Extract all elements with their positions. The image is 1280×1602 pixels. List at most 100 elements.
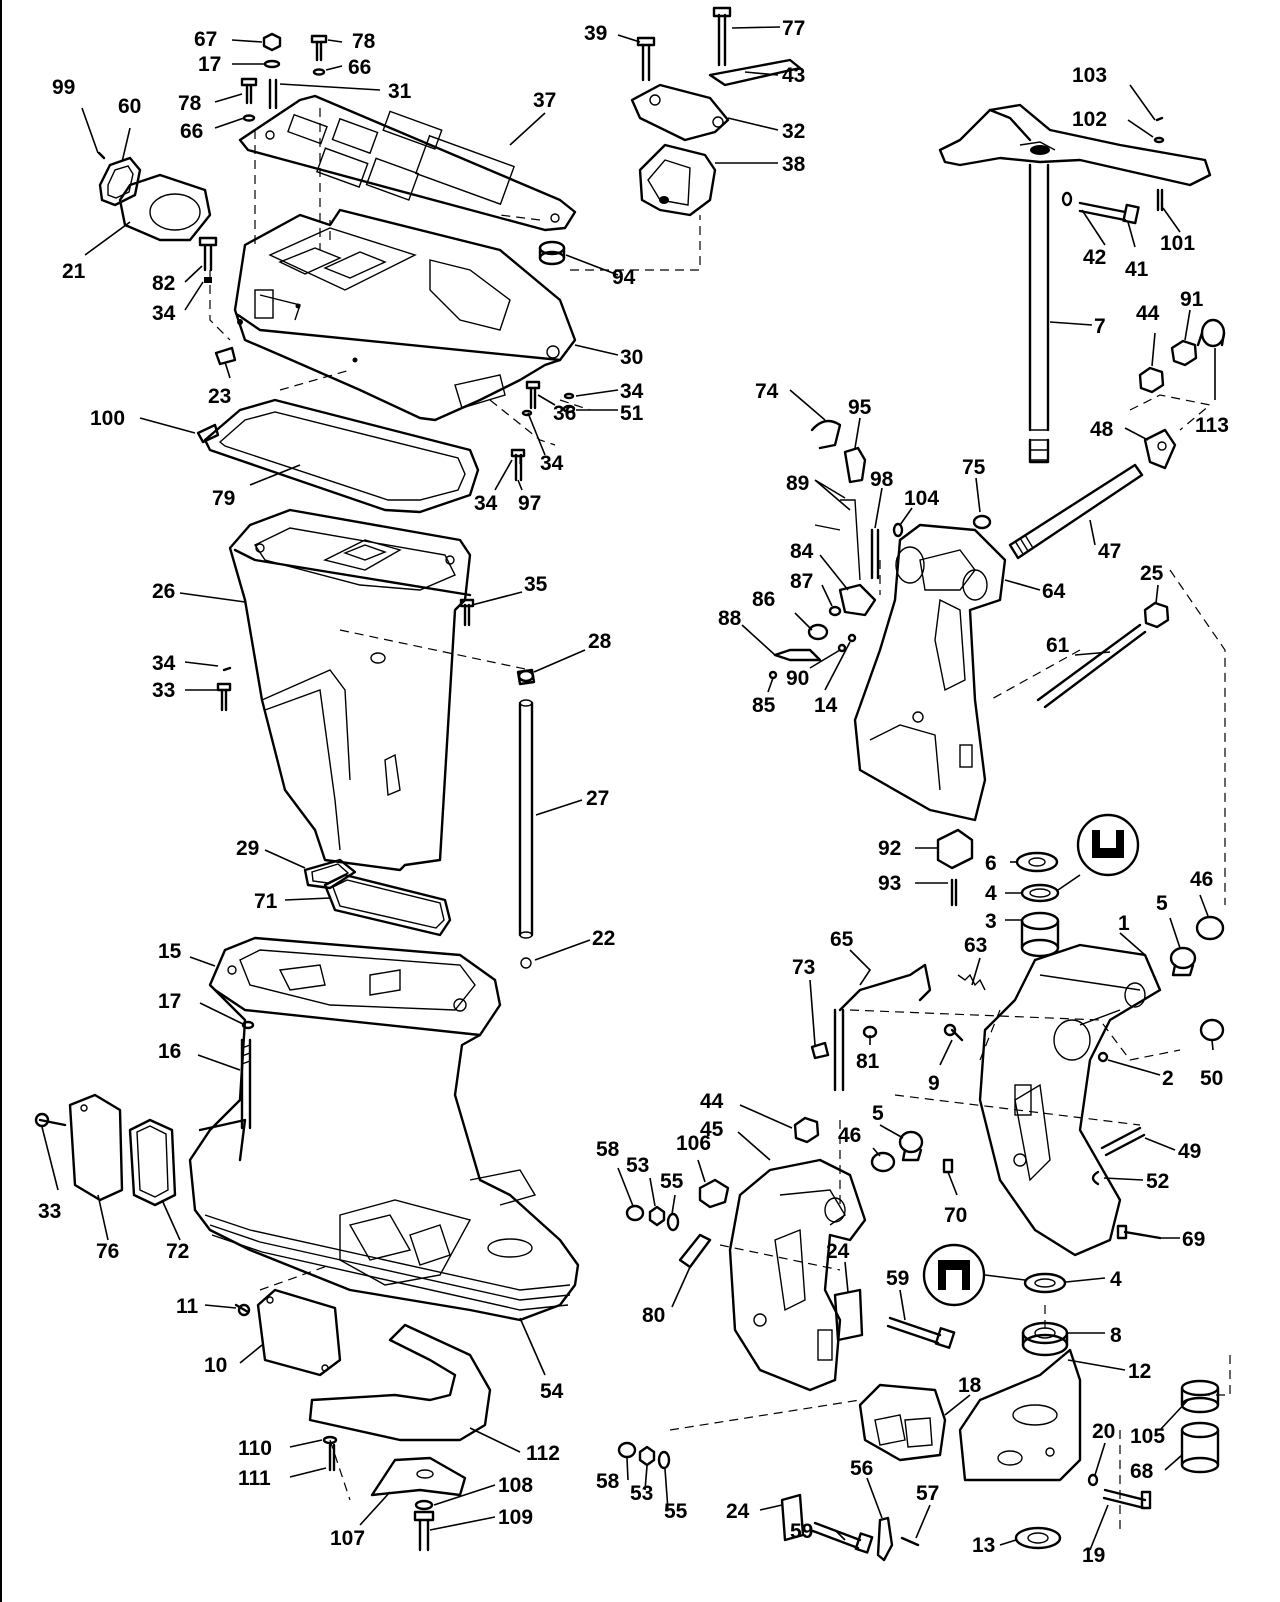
label-105: 105 bbox=[1130, 1425, 1165, 1448]
label-66: 66 bbox=[180, 120, 203, 143]
label-90: 90 bbox=[786, 667, 809, 690]
label-44: 44 bbox=[1136, 302, 1160, 325]
part-1-stern-bracket bbox=[978, 943, 1162, 1257]
label-49: 49 bbox=[1178, 1140, 1201, 1163]
label-5: 5 bbox=[1156, 892, 1168, 915]
label-51: 51 bbox=[620, 402, 644, 425]
label-57: 57 bbox=[916, 1482, 939, 1505]
label-6: 6 bbox=[985, 852, 997, 875]
label-33: 33 bbox=[152, 679, 175, 702]
part-18-block bbox=[858, 1383, 947, 1462]
part-79-gasket bbox=[203, 398, 480, 514]
label-31: 31 bbox=[388, 80, 412, 103]
label-64: 64 bbox=[1042, 580, 1066, 603]
label-52: 52 bbox=[1146, 1170, 1169, 1193]
label-2: 2 bbox=[1162, 1067, 1174, 1090]
label-97: 97 bbox=[518, 492, 541, 515]
label-107: 107 bbox=[330, 1527, 365, 1550]
label-87: 87 bbox=[790, 570, 813, 593]
seal-symbol-icon bbox=[1076, 813, 1140, 877]
label-34: 34 bbox=[474, 492, 498, 515]
label-34: 34 bbox=[540, 452, 564, 475]
label-98: 98 bbox=[870, 468, 894, 491]
label-104: 104 bbox=[904, 487, 939, 510]
label-79: 79 bbox=[212, 487, 235, 510]
label-102: 102 bbox=[1072, 108, 1107, 131]
label-95: 95 bbox=[848, 396, 872, 419]
label-39: 39 bbox=[584, 22, 607, 45]
label-113: 113 bbox=[1195, 414, 1229, 437]
part-61-rod bbox=[1036, 623, 1147, 709]
label-58: 58 bbox=[596, 1470, 620, 1493]
label-42: 42 bbox=[1083, 246, 1106, 269]
label-23: 23 bbox=[208, 385, 231, 408]
label-29: 29 bbox=[236, 837, 259, 860]
label-84: 84 bbox=[790, 540, 814, 563]
part-38-module bbox=[638, 143, 717, 217]
label-34: 34 bbox=[152, 302, 176, 325]
label-16: 16 bbox=[158, 1040, 181, 1063]
label-69: 69 bbox=[1182, 1228, 1205, 1251]
label-4: 4 bbox=[985, 882, 997, 905]
label-10: 10 bbox=[204, 1354, 227, 1377]
part-76-plate bbox=[68, 1093, 124, 1202]
label-28: 28 bbox=[588, 630, 612, 653]
label-30: 30 bbox=[620, 346, 643, 369]
label-71: 71 bbox=[254, 890, 278, 913]
label-65: 65 bbox=[830, 928, 854, 951]
label-55: 55 bbox=[660, 1170, 684, 1193]
label-46: 46 bbox=[838, 1124, 861, 1147]
label-44: 44 bbox=[700, 1090, 724, 1113]
part-number-labels: 67 78 17 66 31 78 66 99 60 21 37 39 77 4… bbox=[38, 17, 1229, 1567]
leader-lines bbox=[41, 26, 1216, 1551]
label-45: 45 bbox=[700, 1118, 724, 1141]
label-77: 77 bbox=[782, 17, 805, 40]
label-109: 109 bbox=[498, 1506, 533, 1529]
label-4: 4 bbox=[1110, 1268, 1122, 1291]
label-89: 89 bbox=[786, 472, 809, 495]
part-37-gasket bbox=[238, 94, 577, 232]
label-101: 101 bbox=[1160, 232, 1195, 255]
label-7: 7 bbox=[1094, 315, 1106, 338]
label-41: 41 bbox=[1125, 258, 1149, 281]
label-19: 19 bbox=[1082, 1544, 1105, 1567]
label-86: 86 bbox=[752, 588, 775, 611]
label-91: 91 bbox=[1180, 288, 1204, 311]
label-82: 82 bbox=[152, 272, 175, 295]
label-17: 17 bbox=[198, 53, 221, 76]
label-36: 36 bbox=[553, 402, 576, 425]
part-107-anode bbox=[370, 1456, 467, 1497]
label-47: 47 bbox=[1098, 540, 1121, 563]
part-47-tilt-tube bbox=[1008, 463, 1144, 560]
hardware bbox=[34, 6, 1226, 1562]
label-59: 59 bbox=[790, 1520, 813, 1543]
label-63: 63 bbox=[964, 934, 987, 957]
label-32: 32 bbox=[782, 120, 805, 143]
label-43: 43 bbox=[782, 64, 805, 87]
bearing-symbol-icon bbox=[922, 1243, 986, 1307]
label-66: 66 bbox=[348, 56, 371, 79]
label-34: 34 bbox=[620, 380, 644, 403]
part-64-swivel-bracket bbox=[853, 523, 1007, 822]
label-15: 15 bbox=[158, 940, 182, 963]
label-103: 103 bbox=[1072, 64, 1107, 87]
part-27-water-tube bbox=[516, 668, 536, 969]
label-34: 34 bbox=[152, 652, 176, 675]
label-35: 35 bbox=[524, 573, 548, 596]
label-54: 54 bbox=[540, 1380, 564, 1403]
label-33: 33 bbox=[38, 1200, 61, 1223]
label-93: 93 bbox=[878, 872, 901, 895]
label-58: 58 bbox=[596, 1138, 620, 1161]
label-78: 78 bbox=[352, 30, 376, 53]
label-70: 70 bbox=[944, 1204, 967, 1227]
label-55: 55 bbox=[664, 1500, 688, 1523]
part-72-gasket bbox=[128, 1118, 177, 1207]
label-68: 68 bbox=[1130, 1460, 1154, 1483]
label-106: 106 bbox=[676, 1132, 711, 1155]
label-5: 5 bbox=[872, 1102, 884, 1125]
part-43-strap bbox=[708, 58, 802, 87]
part-112-trim-plate bbox=[308, 1323, 492, 1442]
part-32-bracket bbox=[630, 83, 730, 142]
part-10-plate bbox=[256, 1288, 342, 1377]
